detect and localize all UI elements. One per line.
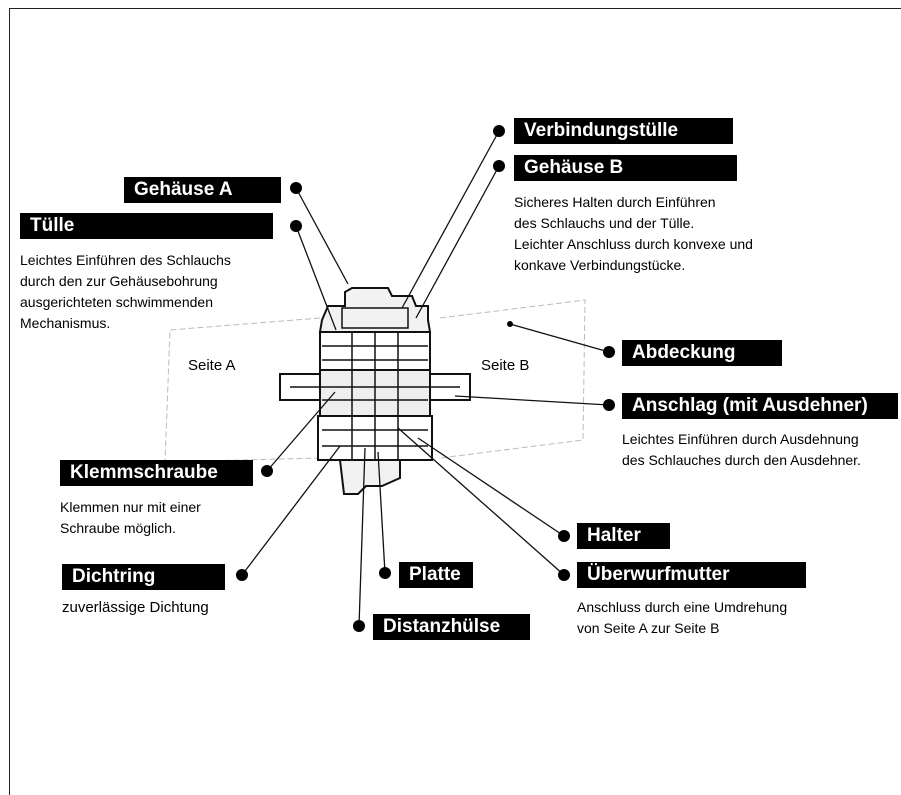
dot-abdeckung [603,346,615,358]
dot-tuelle [290,220,302,232]
label-gehaeuse-a: Gehäuse A [124,177,281,203]
dot-distanzhuelse [353,620,365,632]
leader-lines [241,130,610,627]
label-anschlag: Anschlag (mit Ausdehner) [622,393,898,419]
side-a-label: Seite A [188,357,236,374]
desc-klemmschraube: Klemmen nur mit einer Schraube möglich. [60,499,201,536]
dot-halter [558,530,570,542]
dot-gehaeuse-a [290,182,302,194]
label-klemmschraube: Klemmschraube [60,460,253,486]
side-b-label: Seite B [481,357,530,374]
desc-dichtring: zuverlässige Dichtung [62,599,209,616]
dot-platte [379,567,391,579]
desc-gehaeuse-b: Sicheres Halten durch Einführen des Schl… [514,194,753,273]
dot-klemmschraube [261,465,273,477]
label-dichtring: Dichtring [62,564,225,590]
label-abdeckung: Abdeckung [622,340,782,366]
desc-ueberwurfmutter: Anschluss durch eine Umdrehung von Seite… [577,599,788,636]
label-ueberwurfmutter: Überwurfmutter [577,562,806,588]
label-halter: Halter [577,523,670,549]
dot-verbindungstuelle [493,125,505,137]
label-gehaeuse-b: Gehäuse B [514,155,737,181]
label-tuelle: Tülle [20,213,273,239]
dot-abdeckung-small [507,321,513,327]
dot-gehaeuse-b [493,160,505,172]
connector-internals [290,307,460,460]
label-platte: Platte [399,562,473,588]
label-distanzhuelse: Distanzhülse [373,614,530,640]
marker-dots [236,125,615,632]
dot-dichtring [236,569,248,581]
desc-anschlag: Leichtes Einführen durch Ausdehnung des … [622,431,861,468]
desc-tuelle: Leichtes Einführen des Schlauchs durch d… [20,252,231,331]
dot-anschlag [603,399,615,411]
label-verbindungstuelle: Verbindungstülle [514,118,733,144]
diagram-frame [9,8,901,795]
dot-ueberwurfmutter [558,569,570,581]
